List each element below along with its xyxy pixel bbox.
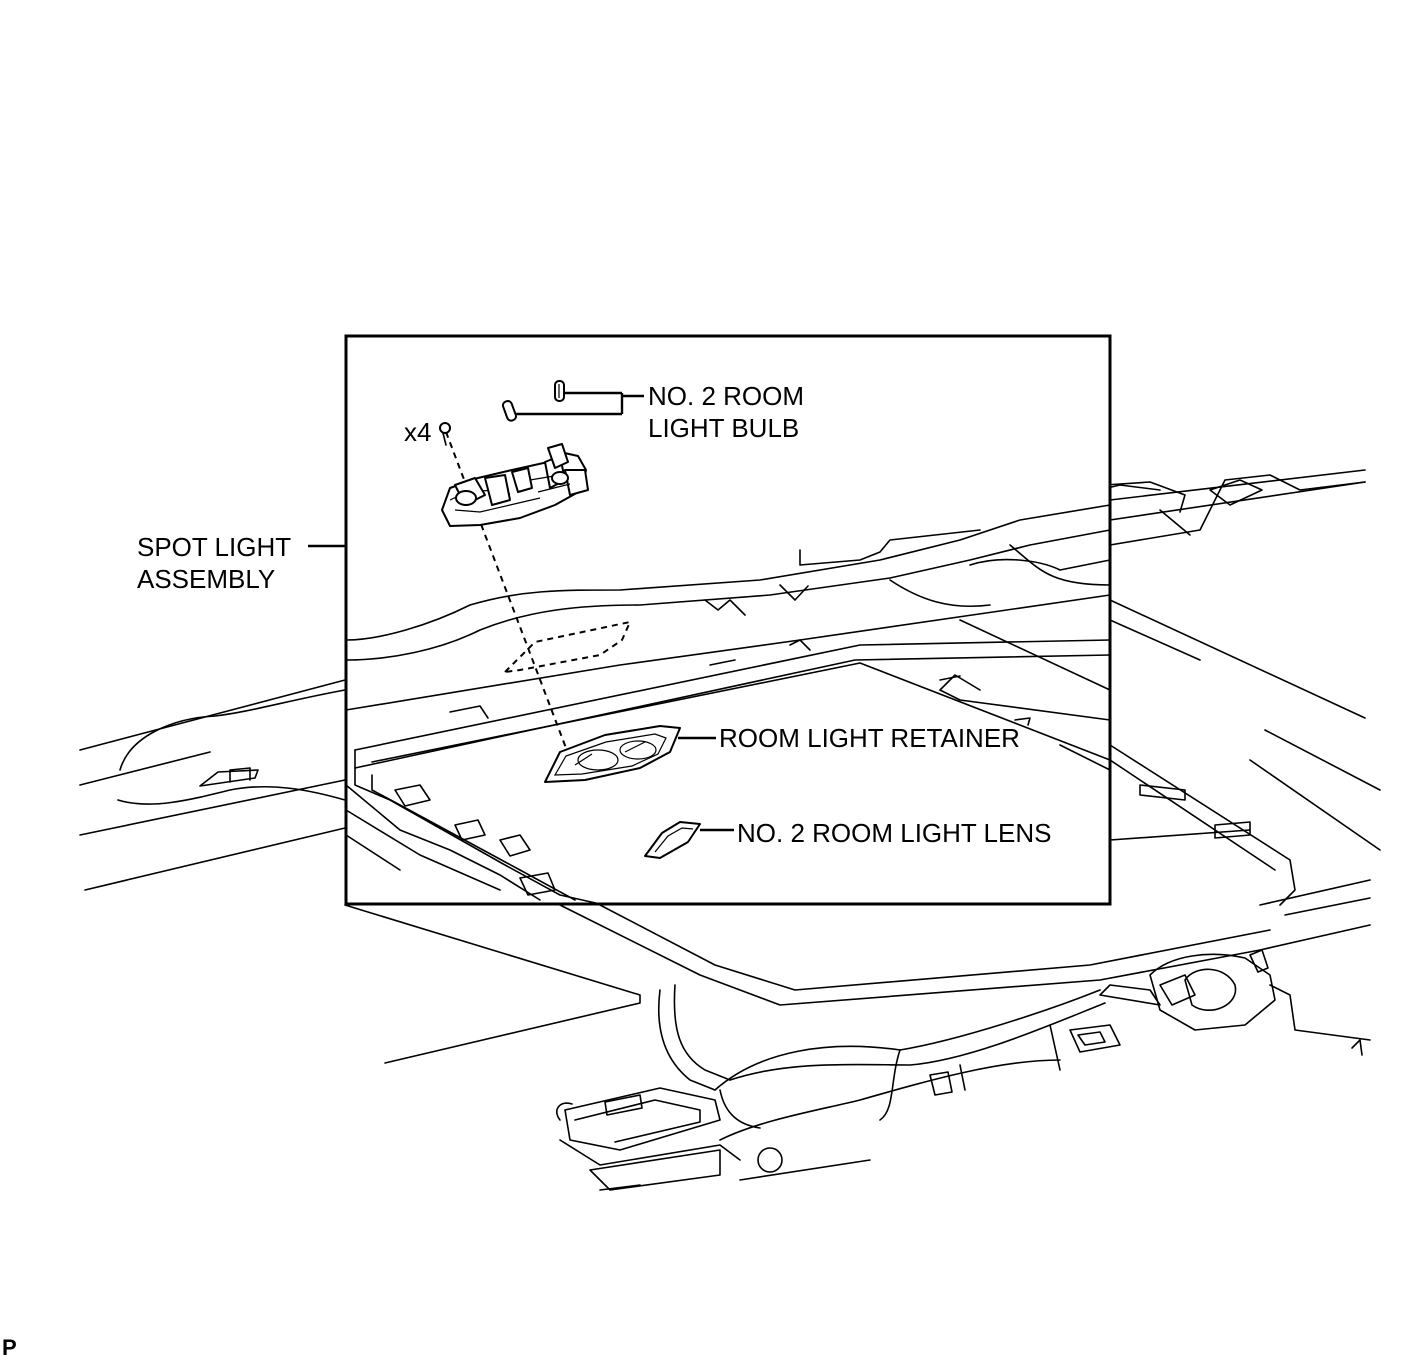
screw-icon: [439, 422, 451, 446]
corner-mark: P: [2, 1335, 17, 1360]
bulb-label: NO. 2 ROOM LIGHT BULB: [648, 381, 805, 443]
spot-light-assembly-icon: [441, 443, 589, 527]
mounting-opening-outline: [502, 620, 632, 674]
bulb-upper-icon: [554, 380, 565, 402]
room-light-retainer-label: ROOM LIGHT RETAINER: [719, 723, 1020, 753]
bulb-lower-icon: [501, 400, 517, 422]
leader-lines: [308, 391, 734, 832]
room-light-lens-label: NO. 2 ROOM LIGHT LENS: [737, 818, 1052, 848]
room-light-retainer-icon: [544, 725, 681, 783]
room-light-lens-icon: [644, 821, 701, 859]
spot-light-assembly-label: SPOT LIGHT ASSEMBLY: [137, 532, 292, 594]
screw-quantity-label: x4: [404, 417, 432, 447]
detail-window-frame: [344, 334, 1112, 906]
headliner-opening: [345, 504, 1111, 905]
roof-panel-structure: [79, 469, 1381, 1191]
